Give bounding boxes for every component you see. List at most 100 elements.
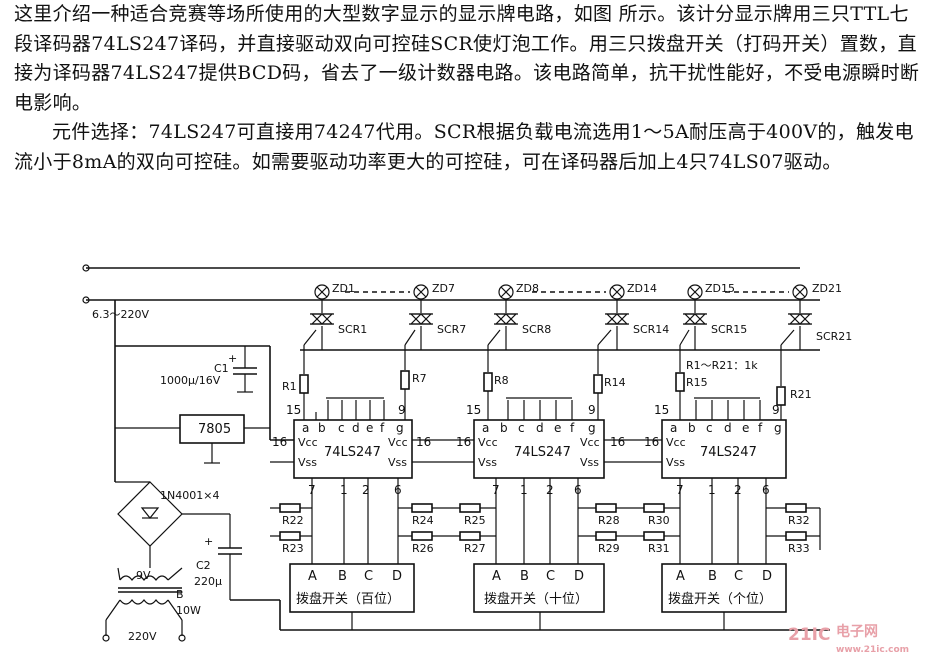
bulb-zd15	[687, 284, 703, 300]
resistor-label: R15	[686, 376, 708, 389]
svg-text:+: +	[228, 352, 237, 365]
dip-pin: D	[392, 569, 402, 584]
scr-21	[787, 313, 813, 325]
pin-label: c	[338, 421, 345, 435]
pin-label: g	[774, 421, 782, 435]
pin-label: d	[536, 421, 544, 435]
scr-15	[682, 313, 708, 325]
decoder-chip-units	[661, 419, 787, 479]
resistor-label: R22	[282, 514, 304, 527]
resistor-r8	[483, 372, 493, 392]
dip-switch-label: 拨盘开关（个位）	[668, 591, 772, 607]
chip-vcc: Vcc	[388, 436, 408, 449]
watermark-text: 电子网	[836, 623, 878, 640]
scr-7	[408, 313, 434, 325]
pin-label: 15	[654, 403, 669, 417]
paragraph-components: 元件选择：74LS247可直接用74247代用。SCR根据负载电流选用1～5A耐…	[14, 121, 914, 173]
resistor-r22	[279, 503, 301, 513]
chip-vcc: Vcc	[666, 436, 686, 449]
resistor-label: R26	[412, 542, 434, 555]
pin-label: e	[554, 421, 561, 435]
bulb-zd14	[609, 284, 625, 300]
chip-vcc: Vcc	[298, 436, 318, 449]
scr-label: SCR7	[437, 323, 466, 336]
dip-pin: B	[708, 569, 717, 584]
resistor-label: R31	[648, 542, 670, 555]
resistor-r32	[785, 503, 807, 513]
resistor-r14	[593, 374, 603, 394]
decoder-chip-tens	[473, 419, 605, 479]
pin-label: 2	[362, 483, 370, 497]
resistor-label: R21	[790, 388, 812, 401]
bulb-label: ZD15	[705, 282, 735, 295]
resistor-label: R14	[604, 376, 626, 389]
chip-vcc: Vcc	[478, 436, 498, 449]
chip-vss: Vss	[478, 456, 497, 469]
resistor-r30	[643, 503, 665, 513]
scr-label: SCR15	[711, 323, 747, 336]
dip-pin: B	[520, 569, 529, 584]
pin-label: c	[706, 421, 713, 435]
resistor-label: R29	[598, 542, 620, 555]
resistor-label: R1	[282, 380, 297, 393]
watermark-logo: 21IC	[788, 625, 830, 645]
scr-label: SCR8	[522, 323, 551, 336]
resistor-r15	[675, 372, 685, 392]
capacitor-c2: +	[182, 513, 242, 600]
scr-8	[493, 313, 519, 325]
chip-vss: Vss	[666, 456, 685, 469]
resistor-r28	[595, 503, 617, 513]
pin-label: 16	[644, 435, 659, 449]
c1-label: C1	[214, 362, 229, 375]
resistor-label: R25	[464, 514, 486, 527]
dip-pin: A	[492, 569, 501, 584]
bulb-label: ZD8	[516, 282, 539, 295]
resistor-r33	[785, 531, 807, 541]
scr-1	[309, 313, 335, 325]
chip-vcc: Vcc	[580, 436, 600, 449]
dip-pin: C	[364, 569, 373, 584]
resistor-r1	[299, 374, 309, 394]
resistor-r31	[643, 531, 665, 541]
chip-vss: Vss	[298, 456, 317, 469]
bulb-label: ZD14	[627, 282, 657, 295]
pin-label: a	[302, 421, 309, 435]
transformer	[102, 546, 186, 642]
pin-label: 15	[286, 403, 301, 417]
c2-value: 220μ	[194, 575, 222, 588]
bulb-label: ZD7	[432, 282, 455, 295]
resistor-label: R32	[788, 514, 810, 527]
paragraph-intro: 这里介绍一种适合竞赛等场所使用的大型数字显示的显示牌电路，如图 所示。该计分显示…	[14, 3, 920, 114]
bridge-label: 1N4001×4	[160, 489, 219, 502]
bulb-label: ZD1	[332, 282, 355, 295]
c2-label: C2	[196, 559, 211, 572]
bulb-zd1	[314, 284, 330, 300]
resistor-label: R23	[282, 542, 304, 555]
bulb-zd7	[413, 284, 429, 300]
regulator-label: 7805	[198, 422, 231, 437]
resistor-r29	[595, 531, 617, 541]
pin-label: e	[742, 421, 749, 435]
resistor-label: R28	[598, 514, 620, 527]
resistor-range-label: R1～R21：1k	[686, 359, 758, 372]
resistor-r27	[459, 531, 481, 541]
dip-pin: A	[676, 569, 685, 584]
scr-label: SCR21	[816, 330, 852, 343]
pin-label: g	[588, 421, 596, 435]
pin-label: c	[518, 421, 525, 435]
resistor-label: R8	[494, 374, 509, 387]
chip-vss: Vss	[388, 456, 407, 469]
capacitor-c1: +	[228, 346, 257, 393]
transformer-secondary: 9V	[136, 569, 151, 582]
description-text: 这里介绍一种适合竞赛等场所使用的大型数字显示的显示牌电路，如图 所示。该计分显示…	[14, 0, 924, 177]
pin-label: a	[670, 421, 677, 435]
mains-label: 220V	[128, 630, 157, 643]
dip-switch-label: 拨盘开关（百位）	[296, 591, 400, 607]
pin-label: 15	[466, 403, 481, 417]
dip-pin: C	[546, 569, 555, 584]
resistor-label: R30	[648, 514, 670, 527]
pin-label: f	[758, 421, 763, 435]
pin-label: f	[380, 421, 385, 435]
dip-switch-tens	[473, 563, 605, 613]
svg-text:+: +	[204, 535, 213, 548]
